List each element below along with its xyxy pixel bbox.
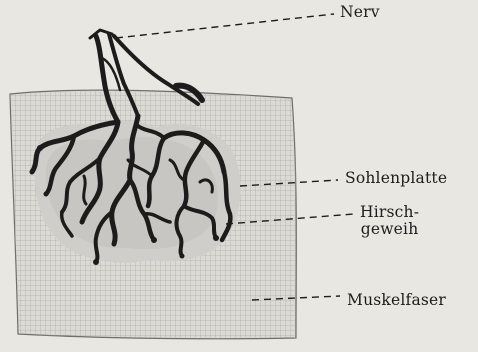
label-hirschgeweih-line2: geweih [360, 221, 419, 238]
label-muskelfaser: Muskelfaser [347, 292, 446, 309]
label-nerv: Nerv [340, 4, 380, 21]
label-sohlenplatte: Sohlenplatte [345, 170, 447, 187]
label-hirschgeweih-line1: Hirsch- [360, 204, 419, 221]
label-hirschgeweih: Hirsch- geweih [360, 204, 419, 238]
leader-nerv [116, 14, 334, 38]
